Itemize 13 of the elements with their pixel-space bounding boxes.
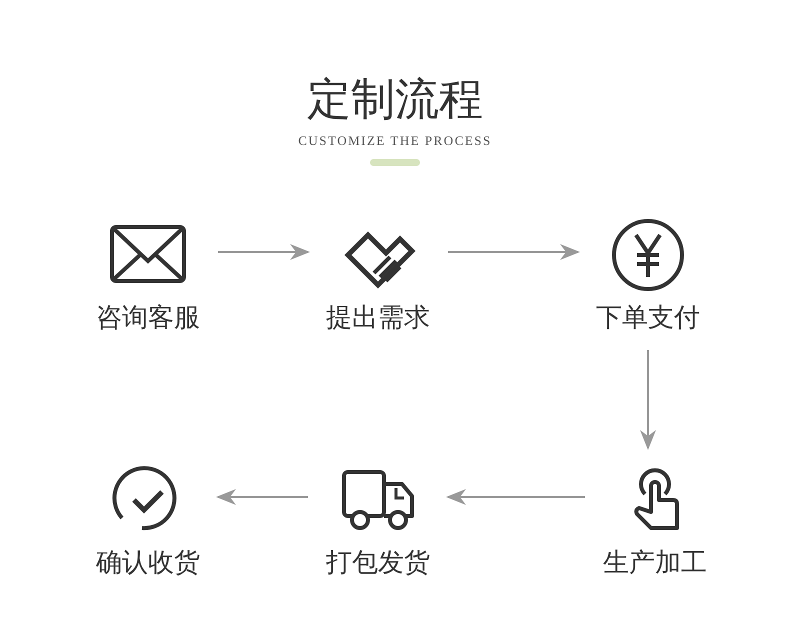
title: 定制流程 [307,73,483,127]
step-label: 咨询客服 [95,303,201,333]
step-label: 生产加工 [602,548,708,578]
arrow [448,244,580,260]
arrow [216,489,308,505]
step-label: 确认收货 [95,548,201,578]
arrow [640,350,656,450]
step-label: 打包发货 [325,548,431,578]
subtitle: CUSTOMIZE THE PROCESS [298,133,492,149]
arrow [446,489,585,505]
arrow [218,244,310,260]
step-label: 下单支付 [595,303,701,333]
step-label: 提出需求 [325,303,431,333]
